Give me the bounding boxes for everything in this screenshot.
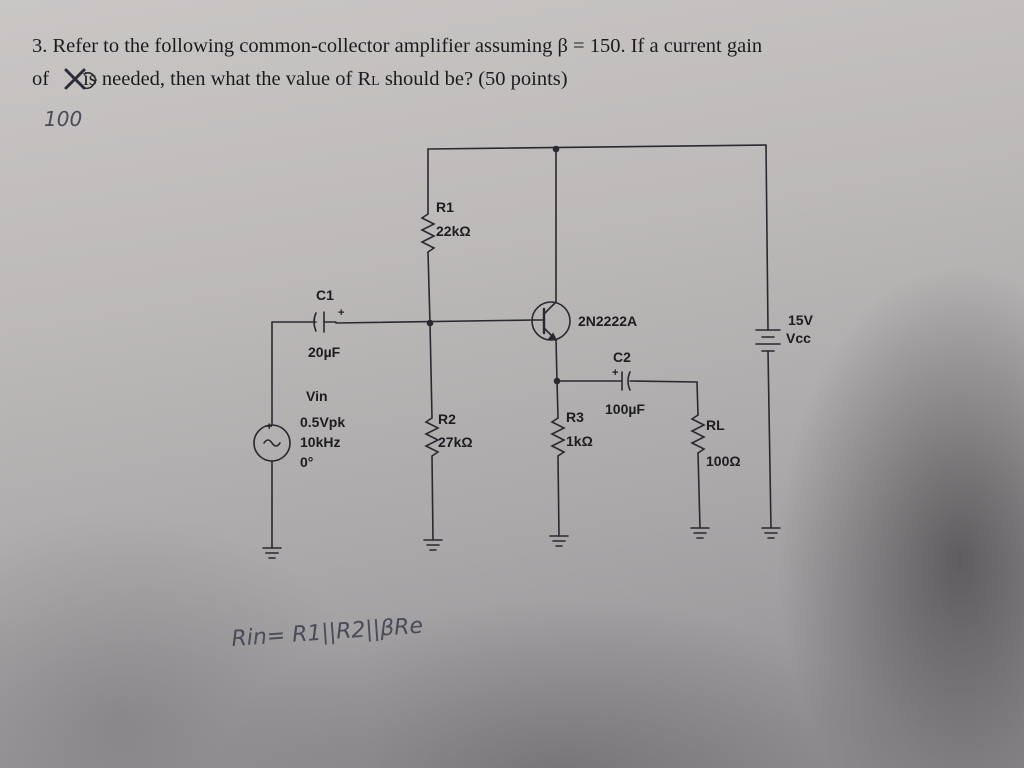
- c2-plus-sign: +: [612, 367, 618, 379]
- r3-top-wire: [556, 380, 559, 419]
- rl-name-label: RL: [706, 417, 725, 433]
- r2-top-wire: [429, 322, 433, 419]
- r1-name-label: R1: [436, 199, 454, 215]
- r3-resistor: [550, 417, 566, 457]
- vin-phase-label: 0°: [300, 454, 313, 470]
- rl-ground-symbol: [690, 527, 710, 539]
- vcc-value-label: 15V: [788, 312, 814, 328]
- c2-curved-plate: [627, 371, 631, 391]
- collector-wire: [543, 148, 557, 315]
- r1-resistor: [420, 213, 436, 253]
- question-of: of: [32, 68, 50, 90]
- r3-name-label: R3: [566, 409, 584, 425]
- emitter-arrow: [547, 332, 558, 342]
- vin-name-label: Vin: [306, 388, 328, 404]
- r2-value-label: 27kΩ: [438, 434, 473, 450]
- r3-value-label: 1kΩ: [566, 433, 593, 449]
- question-end: should be? (50 points): [379, 68, 568, 90]
- vin-frequency-label: 10kHz: [300, 434, 340, 450]
- vcc-bottom-wire: [767, 350, 772, 529]
- transistor-label: 2N2222A: [578, 313, 637, 329]
- r2-ground-symbol: [423, 539, 443, 551]
- source-ground-symbol: [262, 547, 282, 559]
- cross-out-arc: [83, 72, 97, 90]
- c1-value-label: 20µF: [308, 344, 341, 360]
- c2-right-wire: [629, 380, 699, 416]
- vcc-ground-symbol: [761, 527, 781, 539]
- r1-value-label: 22kΩ: [436, 223, 471, 239]
- r3-ground-symbol: [549, 535, 569, 547]
- handwritten-gain: 100: [44, 107, 82, 131]
- r2-bottom-wire: [431, 455, 434, 541]
- rl-value-label: 100Ω: [706, 453, 741, 469]
- c2-value-label: 100µF: [605, 401, 645, 417]
- vin-amplitude-label: 0.5Vpk: [300, 414, 345, 430]
- handwritten-formula: Rin= R1||R2||βRe: [231, 614, 424, 652]
- rl-resistor: [690, 414, 706, 454]
- c1-name-label: C1: [316, 287, 334, 303]
- question-text: 3. Refer to the following common-collect…: [32, 30, 1002, 98]
- vcc-battery-symbol: [755, 329, 781, 352]
- question-mid: is needed, then what the value of R: [83, 68, 372, 90]
- sine-symbol: [263, 439, 281, 447]
- c1-plus-sign: +: [338, 307, 344, 319]
- question-line-2: of is needed, then what the value of RL s…: [32, 63, 1002, 98]
- cross-out-mark: [64, 68, 86, 90]
- r3-bottom-wire: [557, 455, 560, 537]
- top-rail-wire: [427, 144, 767, 150]
- vin-plus-sign: +: [266, 421, 272, 433]
- c2-name-label: C2: [613, 349, 631, 365]
- collector-node-dot: [552, 145, 560, 153]
- c1-curved-plate: [313, 312, 317, 332]
- question-subscript: L: [371, 74, 380, 89]
- rl-bottom-wire: [697, 452, 701, 529]
- r2-resistor: [424, 417, 440, 457]
- r2-name-label: R2: [438, 411, 456, 427]
- vcc-top-wire: [765, 144, 769, 331]
- base-wire: [335, 319, 535, 324]
- vcc-name-label: Vcc: [786, 330, 811, 346]
- r1-bottom-wire: [427, 251, 431, 324]
- question-line-1: 3. Refer to the following common-collect…: [32, 35, 763, 57]
